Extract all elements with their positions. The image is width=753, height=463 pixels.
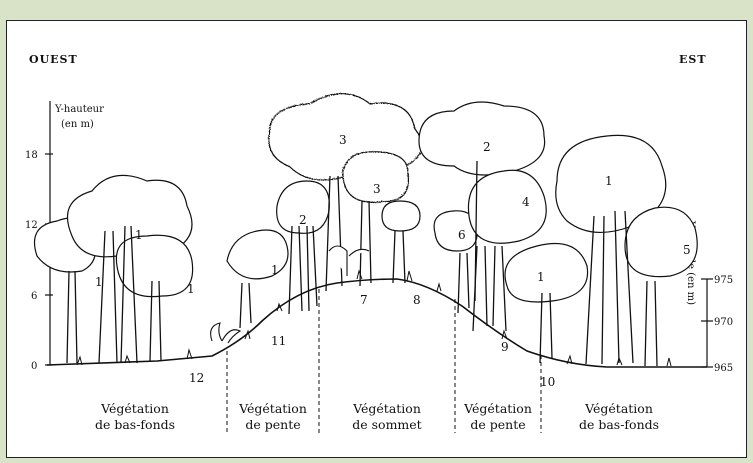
zone-label-line2: de bas-fonds	[579, 417, 659, 432]
tree-1-small-crown	[116, 235, 192, 296]
tree-4-crown	[468, 170, 546, 243]
west-label: OUEST	[29, 53, 78, 66]
tree-number: 1	[135, 228, 143, 242]
zone-labels: Végétation de bas-fonds Végétation de pe…	[95, 401, 659, 432]
tree-number: 1	[537, 270, 545, 284]
east-label: EST	[679, 53, 707, 66]
zone-label-line2: de sommet	[352, 417, 421, 432]
zone-label-line1: Végétation	[463, 401, 532, 416]
tree-number: 1	[95, 275, 103, 289]
tree-1-slope-crown	[227, 230, 288, 279]
height-axis-unit: (en m)	[61, 119, 94, 130]
vegetation-profile-panel: OUEST EST Y-hauteur (en m) 18 12 6 0 Y-a…	[6, 20, 747, 458]
tree-1-right-slope-crown	[505, 244, 588, 303]
height-tick: 12	[25, 220, 38, 231]
tree-summit-sapling-crown	[382, 201, 420, 231]
tree-number: 2	[483, 140, 491, 154]
tree-5-crown	[625, 207, 697, 276]
zone-label-line1: Végétation	[100, 401, 169, 416]
altitude-tick: 965	[714, 363, 733, 374]
height-tick: 6	[31, 291, 37, 302]
tree-number: 1	[271, 263, 279, 277]
tree-number: 4	[522, 195, 530, 209]
height-axis-label: Y-hauteur	[54, 104, 104, 115]
point-number: 8	[413, 293, 421, 307]
point-number: 9	[501, 340, 509, 354]
tree-crowns	[35, 93, 698, 302]
tree-number: 2	[299, 213, 307, 227]
height-tick: 0	[31, 361, 37, 372]
point-number: 11	[271, 334, 286, 348]
zone-label-line1: Végétation	[238, 401, 307, 416]
tree-number: 1	[605, 174, 613, 188]
zone-label-line1: Végétation	[584, 401, 653, 416]
altitude-tick: 970	[714, 317, 733, 328]
tree-number: 5	[683, 243, 691, 257]
altitude-tick: 975	[714, 275, 733, 286]
vegetation-profile-diagram: OUEST EST Y-hauteur (en m) 18 12 6 0 Y-a…	[7, 21, 748, 459]
point-number: 10	[540, 375, 555, 389]
zone-label-line2: de pente	[470, 417, 525, 432]
tree-number: 1	[187, 282, 195, 296]
altitude-axis	[701, 279, 713, 367]
zone-label-line2: de pente	[245, 417, 300, 432]
zone-label-line2: de bas-fonds	[95, 417, 175, 432]
height-tick: 18	[25, 150, 38, 161]
point-number: 12	[189, 371, 204, 385]
zone-label-line1: Végétation	[352, 401, 421, 416]
tree-number: 6	[458, 228, 466, 242]
point-number-labels: 12 11 7 8 9 10	[189, 293, 555, 389]
tree-2-right-crown	[419, 102, 545, 175]
point-number: 7	[360, 293, 368, 307]
tree-number: 3	[373, 182, 381, 196]
tree-number: 3	[339, 133, 347, 147]
